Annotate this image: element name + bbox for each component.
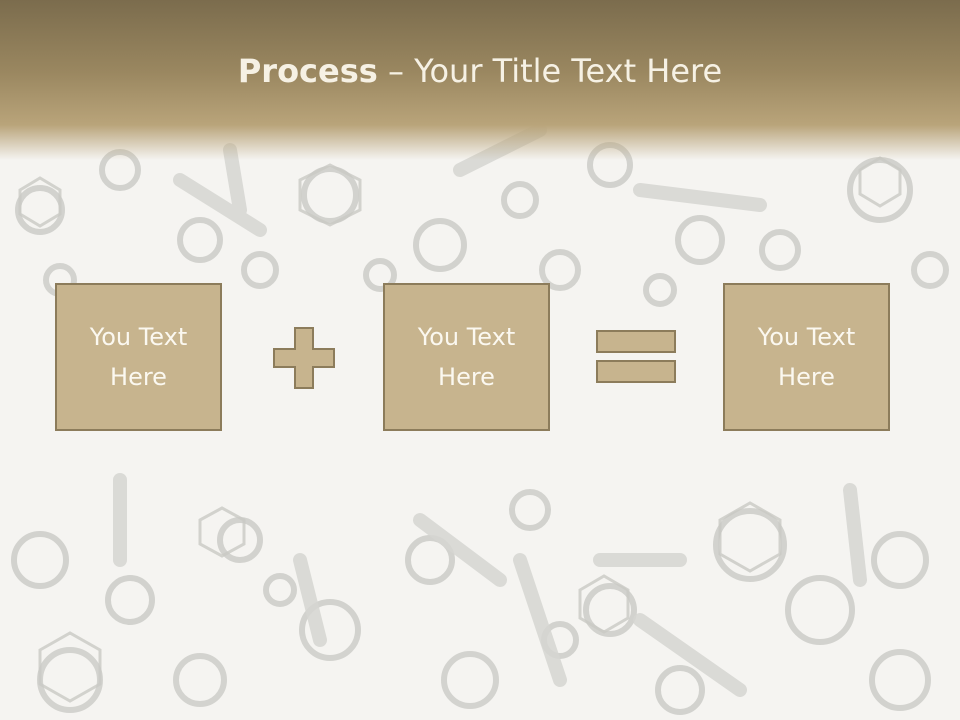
process-box-2: You Text Here: [383, 283, 550, 431]
title-rest: – Your Title Text Here: [377, 52, 723, 90]
title-band: [0, 0, 960, 160]
process-box-1: You Text Here: [55, 283, 222, 431]
title-bold-word: Process: [237, 52, 378, 90]
slide-title: Process – Your Title Text Here: [0, 52, 960, 90]
process-box-3: You Text Here: [723, 283, 890, 431]
plus-icon: [273, 327, 335, 389]
equals-icon: [596, 330, 676, 383]
